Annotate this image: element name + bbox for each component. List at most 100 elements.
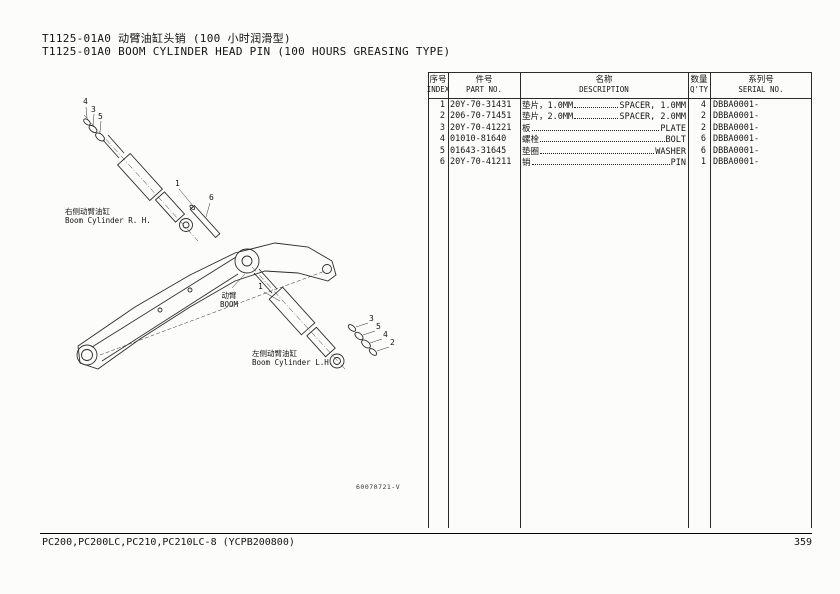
footer-rule [40,533,812,534]
footer-model-list: PC200,PC200LC,PC210,PC210LC-8 (YCPB20080… [42,537,295,548]
label-boom-cylinder-rh-en: Boom Cylinder R. H. [65,216,151,225]
callout-spacer2-lower: 2 [390,338,395,347]
label-boom-cn: 动臂 [221,291,237,300]
cell-part-no: 20Y-70-31431 [450,99,512,110]
label-boom-cylinder-lh-cn: 左侧动臂油缸 [252,349,297,358]
dot-leader [574,106,619,108]
cell-serial: DBBA0001- [713,111,760,122]
header-index-en: INDEX [426,85,450,94]
label-boom-cylinder-lh: 左侧动臂油缸 Boom Cylinder L.H. [252,349,333,367]
boom-diagram: 4 3 5 1 6 1 3 5 4 2 右侧动臂油缸 Boom Cylinder… [40,85,440,515]
header-part-no: 件号 PART NO. [448,72,520,98]
upper-boom-cylinder [102,134,193,232]
label-boom-cylinder-rh: 右侧动臂油缸 Boom Cylinder R. H. [65,207,151,225]
col-sep-part [520,72,521,528]
desc-cn: 板 [522,123,531,134]
parts-table: 序号 INDEX 件号 PART NO. 名称 DESCRIPTION 数量 Q… [426,72,812,528]
callout-plate-lower: 3 [369,314,374,323]
desc-en: SPACER, 1.0MM [619,100,686,111]
label-boom-cylinder-lh-en: Boom Cylinder L.H. [252,358,334,367]
header-description-en: DESCRIPTION [579,85,629,94]
page-titles: T1125-01A0 动臂油缸头销 (100 小时润滑型) T1125-01A0… [42,32,450,58]
table-header-rule [428,98,812,99]
label-boom-cylinder-rh-cn: 右侧动臂油缸 [65,207,110,216]
header-qty-cn: 数量 [690,75,708,85]
lower-washer-stack [347,324,378,356]
desc-cn: 垫片，1.0MM [522,100,574,111]
page-footer: PC200,PC200LC,PC210,PC210LC-8 (YCPB20080… [42,537,812,548]
desc-cn: 垫圈 [522,146,540,157]
header-description-cn: 名称 [595,75,613,85]
label-boom-en: BOOM [220,300,239,309]
dot-leader [540,152,655,154]
header-index: 序号 INDEX [426,72,450,98]
cell-qty: 6 [700,145,706,156]
callout-bolt-upper: 4 [83,97,88,106]
cell-qty: 1 [700,157,706,168]
desc-en: BOLT [665,135,686,146]
cell-part-no: 206-70-71451 [450,111,512,122]
cell-description: 垫片，1.0MM SPACER, 1.0MM [520,99,688,111]
header-serial-no-cn: 系列号 [748,75,774,85]
cell-part-no: 20Y-70-41211 [450,157,512,168]
header-serial-no: 系列号 SERIAL NO. [710,72,812,98]
boom-label-leader [231,273,246,289]
page-title-cn: T1125-01A0 动臂油缸头销 (100 小时润滑型) [42,32,291,45]
desc-en: PIN [670,158,686,169]
cell-qty: 6 [700,134,706,145]
cell-index: 1 [439,99,445,110]
callout-plate-upper: 3 [91,105,96,114]
callout-washer-upper: 5 [98,112,103,121]
callout-bolt-lower: 4 [383,330,388,339]
header-qty: 数量 Q'TY [688,72,710,98]
lower-cylinder-axis [251,266,346,370]
cell-index: 3 [439,122,445,133]
cell-description: 垫圈 WASHER [520,145,688,157]
cell-index: 4 [439,134,445,145]
lower-boom-cylinder [253,268,345,369]
page-title-en: T1125-01A0 BOOM CYLINDER HEAD PIN (100 H… [42,45,451,58]
callout-spacer-lower: 1 [258,282,263,291]
col-sep-desc [688,72,689,528]
page-number: 359 [793,537,812,548]
label-boom: 动臂 BOOM [220,291,238,309]
dot-leader [531,164,670,166]
head-pin [189,204,221,239]
cell-part-no: 01643-31645 [450,145,507,156]
desc-cn: 销 [522,158,531,169]
table-border-left [428,72,429,528]
cell-part-no: 01010-81640 [450,134,507,145]
table-border-right [811,72,812,528]
table-row: 2 206-70-71451 垫片，2.0MM SPACER, 2.0MM 2 D… [428,110,812,122]
dot-leader [574,118,619,120]
cell-serial: DBBA0001- [713,122,760,133]
boom-diagram-drawing: 4 3 5 1 6 1 3 5 4 2 [76,97,395,370]
upper-washer-stack [83,118,105,142]
callout-spacer-upper: 1 [175,179,180,188]
cell-serial: DBBA0001- [713,157,760,168]
desc-en: SPACER, 2.0MM [619,112,686,123]
dot-leader [540,141,665,143]
cell-qty: 2 [700,111,706,122]
table-header: 序号 INDEX 件号 PART NO. 名称 DESCRIPTION 数量 Q… [426,72,812,98]
desc-cn: 垫片，2.0MM [522,112,574,123]
lower-callout-leaders [263,291,390,352]
cell-description: 垫片，2.0MM SPACER, 2.0MM [520,110,688,122]
header-part-no-en: PART NO. [465,85,503,94]
cell-serial: DBBA0001- [713,134,760,145]
desc-en: WASHER [655,146,686,157]
col-sep-qty [710,72,711,528]
header-index-cn: 序号 [429,75,447,85]
cell-index: 2 [439,111,445,122]
cell-part-no: 20Y-70-41221 [450,122,512,133]
table-top-rule [428,72,812,73]
callout-pin: 6 [209,193,214,202]
dot-leader [531,129,660,131]
